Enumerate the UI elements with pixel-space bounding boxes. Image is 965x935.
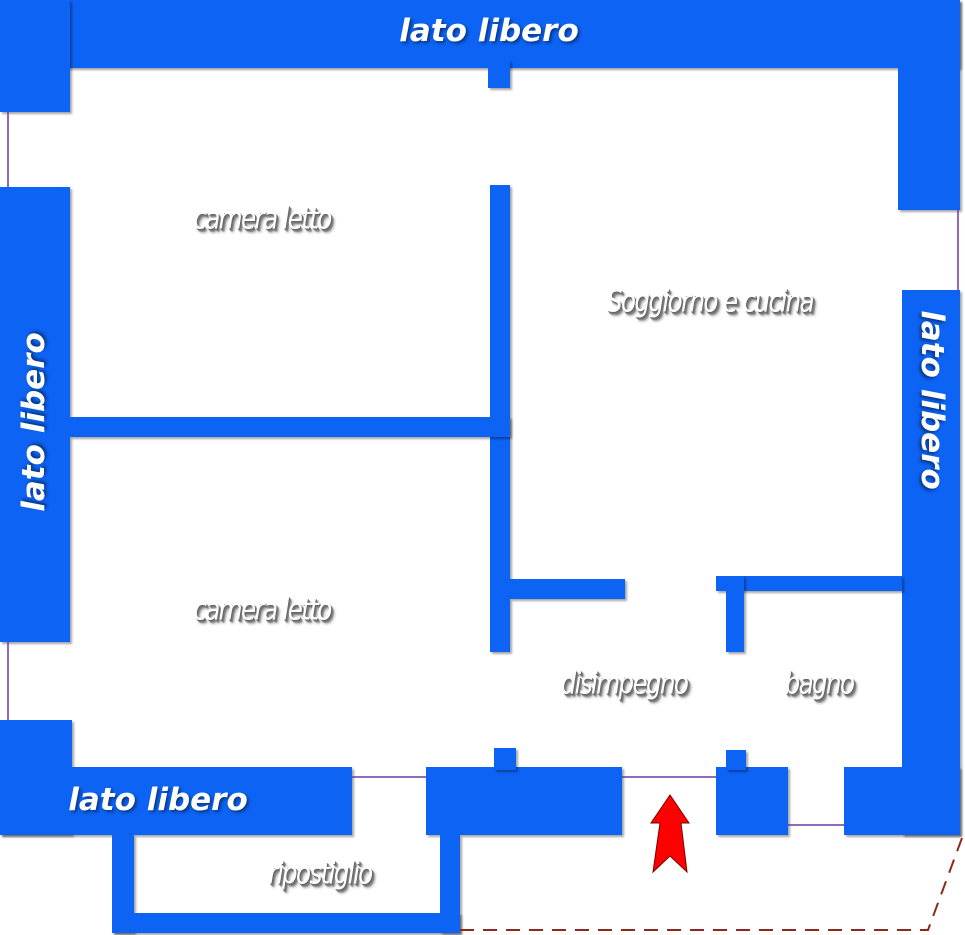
entrance-arrow-icon: [650, 794, 690, 874]
wall-bottom-middle: [426, 767, 622, 835]
wall-bottom-door-stub: [726, 750, 746, 770]
wall-left: [0, 187, 70, 642]
room-label-bagno: bagno: [784, 666, 855, 702]
wall-ripostiglio-right: [440, 835, 460, 933]
dashed-outline: [460, 837, 963, 931]
room-label-camera-letto-2: camera letto: [193, 592, 332, 628]
wall-top: [0, 0, 960, 68]
side-label-right: lato libero: [914, 310, 950, 490]
room-label-disimpegno: disimpegno: [560, 666, 689, 702]
room-label-ripostiglio: ripostiglio: [268, 856, 373, 892]
side-label-top: lato libero: [399, 13, 579, 49]
side-label-bottom: lato libero: [68, 782, 248, 818]
room-label-camera-letto-1: camera letto: [193, 201, 332, 237]
wall-bottom-door-block: [716, 767, 788, 835]
wall-right: [902, 290, 960, 835]
side-label-left: lato libero: [16, 332, 52, 512]
wall-kitchen-stub: [510, 579, 625, 599]
wall-bottom-middle-stub: [494, 748, 516, 770]
wall-ripostiglio-left: [112, 835, 134, 933]
wall-bath-side: [726, 576, 744, 652]
wall-top-stub: [488, 60, 510, 88]
wall-bottom-right: [844, 767, 960, 835]
wall-top-left-pillar: [0, 0, 70, 112]
wall-bottom-left: [0, 767, 352, 835]
room-label-soggiorno: Soggiorno e cucina: [607, 284, 815, 320]
wall-top-right-block: [898, 0, 960, 210]
wall-ripostiglio-bottom: [112, 913, 460, 933]
wall-bath-top: [716, 576, 902, 591]
wall-bedrooms-divider: [70, 417, 510, 437]
